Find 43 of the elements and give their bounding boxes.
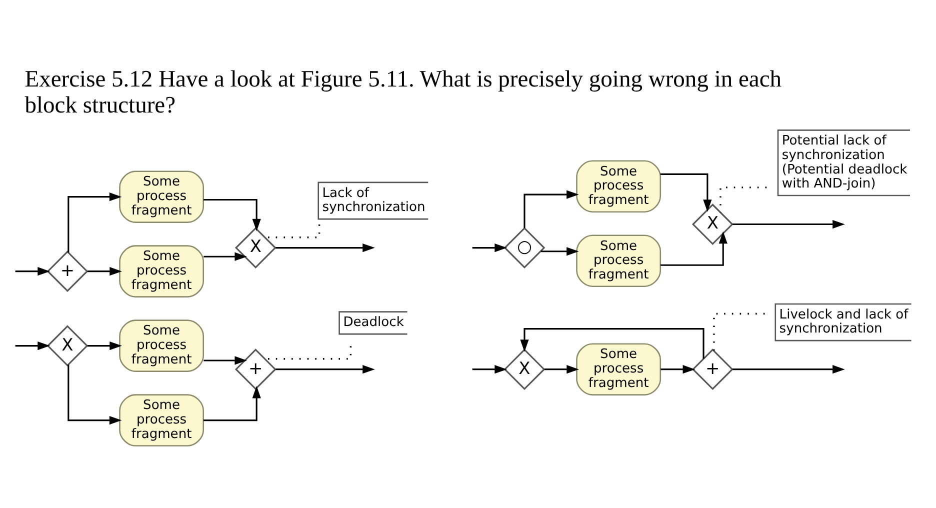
arrow xyxy=(472,243,507,252)
arrow xyxy=(204,198,261,232)
arrow xyxy=(524,190,579,228)
arrow xyxy=(204,386,261,422)
node-diamond: + xyxy=(692,348,734,390)
node-box: Some process fragment xyxy=(576,343,662,396)
arrow xyxy=(660,173,712,212)
arrow xyxy=(15,342,50,350)
arrow xyxy=(276,243,375,252)
node-box: Some process fragment xyxy=(576,160,662,212)
node-text: Deadlock xyxy=(343,315,404,330)
arrow xyxy=(544,365,579,374)
node-text: Lack of synchronization xyxy=(322,186,426,216)
diagram-title: Exercise 5.12 Have a look at Figure 5.11. What is precisely going wrong in each block structure? xyxy=(24,66,782,118)
arrow xyxy=(15,267,50,276)
node-box: Some process fragment xyxy=(119,170,204,223)
arrow xyxy=(660,231,728,266)
connector xyxy=(713,312,765,351)
node-diamond: ○ xyxy=(504,227,546,268)
arrow xyxy=(204,356,248,365)
node-box: Some process fragment xyxy=(119,245,204,298)
arrow xyxy=(204,252,248,261)
connector xyxy=(265,346,352,360)
node-box: Some process fragment xyxy=(119,320,204,372)
node-diamond: X xyxy=(46,325,88,367)
arrow xyxy=(68,192,122,253)
arrow xyxy=(87,342,122,350)
node-text: Potential lack of synchronization (Potential deadlock with AND-join) xyxy=(782,134,908,192)
arrow xyxy=(732,365,845,374)
connector xyxy=(265,224,320,238)
arrow xyxy=(660,365,696,374)
arrow xyxy=(520,328,704,359)
arrow xyxy=(276,365,375,374)
node-box: Some process fragment xyxy=(576,234,662,287)
arrow xyxy=(87,267,122,276)
arrow xyxy=(472,365,507,374)
node-diamond: + xyxy=(46,250,88,292)
arrow xyxy=(68,364,122,425)
arrow xyxy=(540,247,579,256)
node-box: Some process fragment xyxy=(119,394,204,446)
node-diamond: X xyxy=(504,348,546,390)
arrow xyxy=(732,220,845,229)
node-text: Livelock and lack of synchronization xyxy=(779,307,908,337)
